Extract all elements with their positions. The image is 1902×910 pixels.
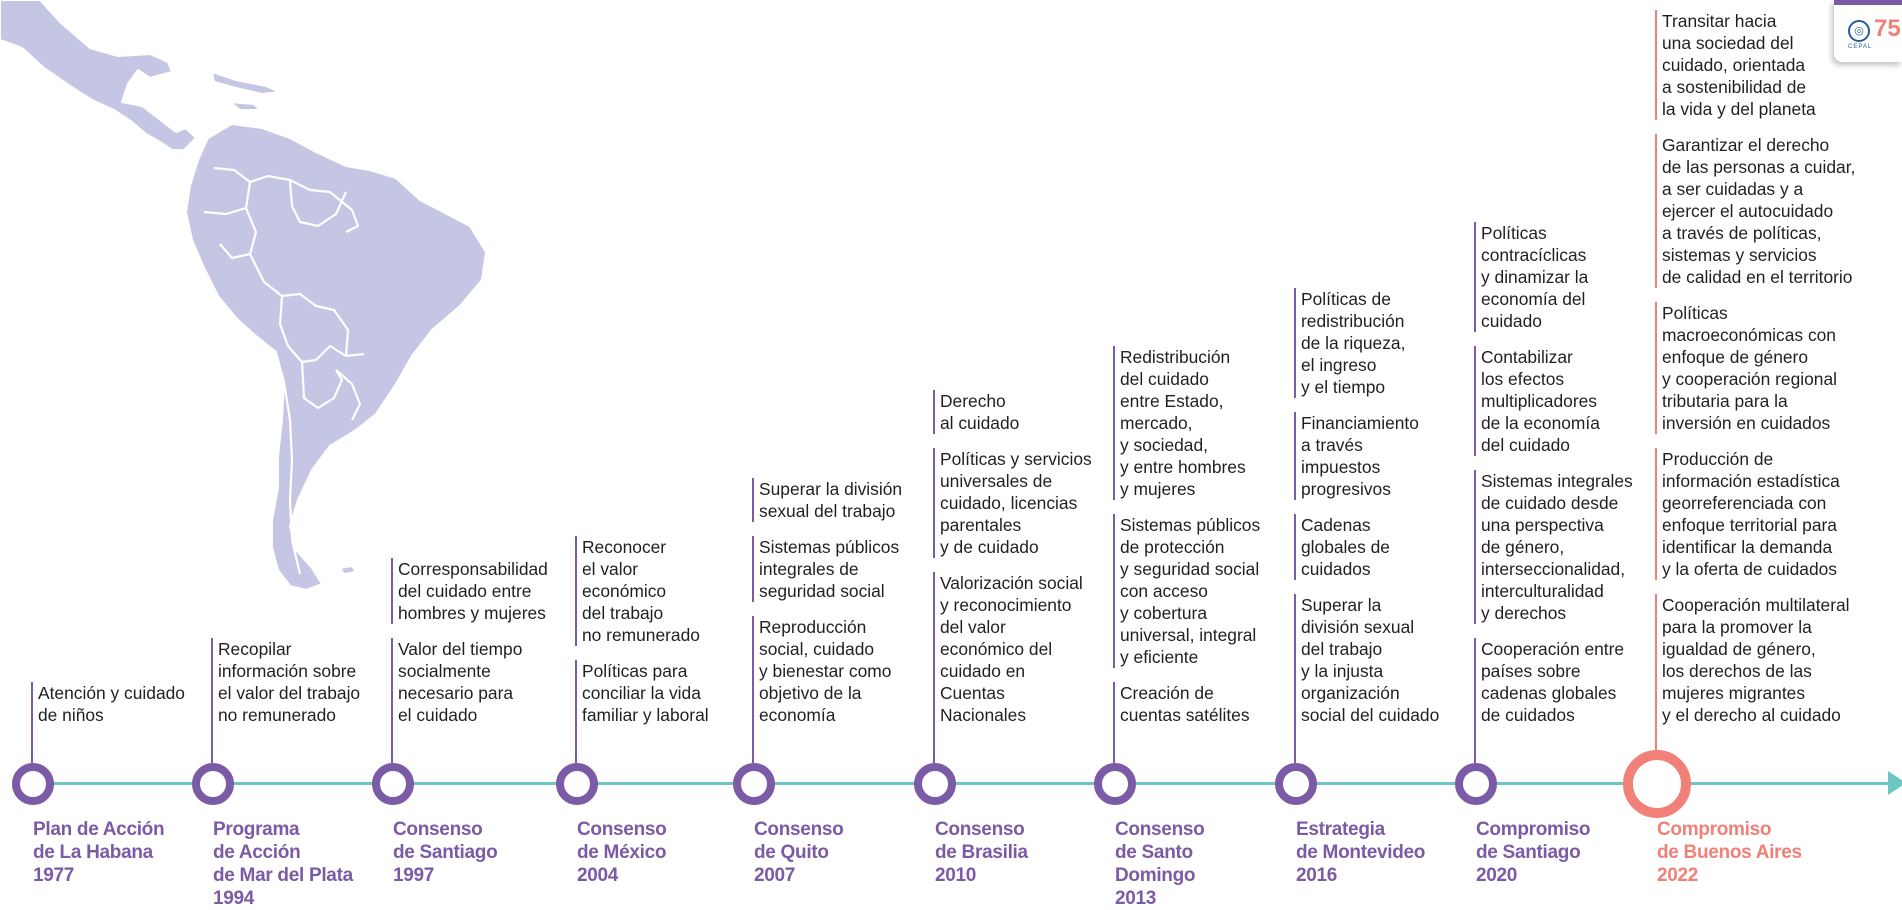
logo-accent-bar: [1834, 0, 1902, 5]
timeline-line: [30, 782, 1892, 785]
un-emblem-icon: ◎: [1848, 20, 1870, 42]
event-item-text: Valor del tiempo socialmente necesario p…: [398, 639, 523, 725]
event-label: Compromiso de Santiago 2020: [1476, 819, 1591, 886]
event-item: Transitar hacia una sociedad del cuidado…: [1655, 10, 1840, 120]
event-label: Consenso de Santo Domingo 2013: [1115, 819, 1205, 909]
event-item-text: Contabilizar los efectos multiplicadores…: [1481, 347, 1600, 455]
event-item: Políticas contracíclicas y dinamizar la …: [1474, 222, 1659, 332]
event-item-text: Políticas macroeconómicas con enfoque de…: [1662, 303, 1837, 433]
timeline-stem: [1655, 724, 1657, 750]
event-item-text: Políticas y servicios universales de cui…: [940, 449, 1092, 557]
south-america-shape: [185, 123, 487, 591]
timeline-node: [12, 763, 54, 805]
event-item: Superar la división sexual del trabajo: [752, 478, 937, 522]
event-label: Consenso de Quito 2007: [754, 819, 844, 886]
event-item-text: Valorización social y reconocimiento del…: [940, 573, 1083, 725]
event-label: Estrategia de Montevideo 2016: [1296, 819, 1426, 886]
event-item-text: Reproducción social, cuidado y bienestar…: [759, 617, 892, 725]
event-item: Derecho al cuidado: [933, 390, 1118, 434]
event-item: Reconocer el valor económico del trabajo…: [575, 536, 760, 646]
event-label: Compromiso de Buenos Aires 2022: [1657, 819, 1802, 886]
event-item-text: Corresponsabilidad del cuidado entre hom…: [398, 559, 548, 623]
event-item: Atención y cuidado de niños: [31, 682, 216, 726]
event-item-text: Recopilar información sobre el valor del…: [218, 639, 361, 725]
timeline-node: [372, 763, 414, 805]
event-item: Financiamiento a través impuestos progre…: [1294, 412, 1479, 500]
event-label: Consenso de Brasilia 2010: [935, 819, 1028, 886]
event-item-text: Sistemas públicos integrales de segurida…: [759, 537, 900, 601]
event-item-text: Políticas para conciliar la vida familia…: [582, 661, 709, 725]
event-item-text: Cooperación entre países sobre cadenas g…: [1481, 639, 1625, 725]
timeline-stem: [391, 724, 393, 763]
event-item: Sistemas integrales de cuidado desde una…: [1474, 470, 1659, 624]
event-item-text: Producción de información estadística ge…: [1662, 449, 1840, 579]
timeline-node: [1455, 763, 1497, 805]
event-item: Políticas macroeconómicas con enfoque de…: [1655, 302, 1840, 434]
event-label: Programa de Acción de Mar del Plata 1994: [213, 819, 353, 909]
timeline-arrow-head: [1888, 771, 1902, 795]
event-item: Políticas de redistribución de la riquez…: [1294, 288, 1479, 398]
event-item: Producción de información estadística ge…: [1655, 448, 1840, 580]
latin-america-map: [0, 0, 487, 591]
timeline-node: [733, 763, 775, 805]
caribbean-island-shape: [211, 71, 281, 95]
event-item: Superar la división sexual del trabajo y…: [1294, 594, 1479, 726]
event-item-text: Políticas de redistribución de la riquez…: [1301, 289, 1406, 397]
timeline-node: [1094, 763, 1136, 805]
event-item-text: Financiamiento a través impuestos progre…: [1301, 413, 1419, 499]
event-item: Sistemas públicos integrales de segurida…: [752, 536, 937, 602]
event-item-text: Superar la división sexual del trabajo: [759, 479, 903, 521]
event-item: Corresponsabilidad del cuidado entre hom…: [391, 558, 576, 624]
event-item: Redistribución del cuidado entre Estado,…: [1113, 346, 1298, 500]
event-item: Contabilizar los efectos multiplicadores…: [1474, 346, 1659, 456]
timeline-stem: [31, 724, 33, 763]
event-item-text: Redistribución del cuidado entre Estado,…: [1120, 347, 1246, 499]
timeline-stem: [933, 724, 935, 763]
event-item: Cooperación multilateral para la promove…: [1655, 594, 1850, 726]
logo-org-text: CEPAL: [1848, 44, 1873, 50]
event-item: Valor del tiempo socialmente necesario p…: [391, 638, 576, 726]
event-item-text: Sistemas integrales de cuidado desde una…: [1481, 471, 1633, 623]
timeline-stem: [752, 724, 754, 763]
timeline-node: [192, 763, 234, 805]
event-item-text: Transitar hacia una sociedad del cuidado…: [1662, 11, 1816, 119]
cepal-75-logo: ◎ CEPAL 75: [1834, 0, 1902, 62]
event-item-text: Sistemas públicos de protección y seguri…: [1120, 515, 1261, 667]
event-item: Políticas y servicios universales de cui…: [933, 448, 1118, 558]
falklands-shape: [339, 565, 357, 575]
timeline-stem: [211, 724, 213, 763]
event-item-text: Atención y cuidado de niños: [38, 683, 185, 725]
event-item: Creación de cuentas satélites: [1113, 682, 1298, 726]
event-item: Políticas para conciliar la vida familia…: [575, 660, 760, 726]
event-item-text: Reconocer el valor económico del trabajo…: [582, 537, 700, 645]
event-label: Plan de Acción de La Habana 1977: [33, 819, 165, 886]
timeline-node: [914, 763, 956, 805]
event-item-text: Garantizar el derecho de las personas a …: [1662, 135, 1856, 287]
timeline-stem: [1113, 724, 1115, 763]
event-label: Consenso de Santiago 1997: [393, 819, 498, 886]
event-item-text: Creación de cuentas satélites: [1120, 683, 1250, 725]
timeline-node: [556, 763, 598, 805]
timeline-stem: [575, 724, 577, 763]
event-item: Garantizar el derecho de las personas a …: [1655, 134, 1856, 288]
caribbean-island-shape-2: [229, 101, 261, 111]
central-america-shape: [0, 0, 197, 151]
event-item-text: Políticas contracíclicas y dinamizar la …: [1481, 223, 1589, 331]
event-label: Consenso de México 2004: [577, 819, 667, 886]
event-item-text: Cadenas globales de cuidados: [1301, 515, 1390, 579]
event-item-text: Derecho al cuidado: [940, 391, 1020, 433]
event-item-text: Superar la división sexual del trabajo y…: [1301, 595, 1440, 725]
event-item: Cooperación entre países sobre cadenas g…: [1474, 638, 1659, 726]
event-item: Reproducción social, cuidado y bienestar…: [752, 616, 937, 726]
timeline-stem: [1474, 724, 1476, 763]
event-item: Cadenas globales de cuidados: [1294, 514, 1479, 580]
timeline-node: [1275, 763, 1317, 805]
logo-anniversary-number: 75: [1874, 15, 1901, 42]
timeline-stem: [1294, 724, 1296, 763]
event-item: Valorización social y reconocimiento del…: [933, 572, 1118, 726]
event-item: Sistemas públicos de protección y seguri…: [1113, 514, 1298, 668]
event-item: Recopilar información sobre el valor del…: [211, 638, 396, 726]
timeline-node: [1623, 750, 1691, 818]
event-item-text: Cooperación multilateral para la promove…: [1662, 595, 1850, 725]
